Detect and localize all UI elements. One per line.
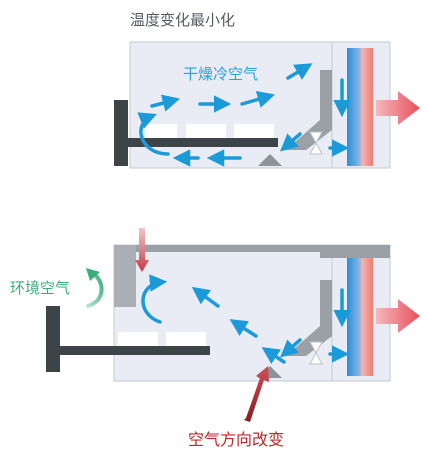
bottom-diagram (46, 228, 420, 422)
top-frame-shelf (114, 138, 278, 147)
ambient-air-label: 环境空气 (10, 279, 71, 297)
top-fan-icon (309, 131, 323, 155)
direction-change-arrow (244, 366, 269, 422)
top-diagram (114, 41, 420, 169)
air-direction-change-label: 空气方向改变 (188, 430, 285, 449)
flow-arrow-right-3 (240, 90, 276, 108)
bottom-shelf-item (118, 332, 158, 346)
flow-arrow-up-left-1 (191, 286, 220, 308)
top-coil (347, 48, 373, 166)
flow-arrow-loop (141, 274, 168, 324)
dry-cold-air-label: 干燥冷空气 (183, 65, 259, 83)
top-shelf-item (145, 124, 177, 138)
top-exhaust-arrow (376, 91, 420, 125)
bottom-coil (347, 258, 373, 376)
bottom-fan-icon (309, 341, 323, 365)
flow-arrow-diag-down (280, 338, 302, 358)
ambient-arrow-head (86, 268, 100, 281)
bottom-intake-panel (114, 245, 136, 307)
top-intake-red-arrow (135, 228, 149, 272)
flow-arrow-curl (137, 112, 170, 156)
bottom-frame-shelf (46, 346, 210, 355)
top-frame-post (114, 100, 128, 166)
ambient-curve-arrow (86, 272, 104, 308)
top-airflow-arrows (137, 63, 351, 167)
flow-arrow-diag-down (280, 132, 302, 152)
top-vent (258, 154, 282, 166)
top-shelf-item (234, 124, 274, 138)
flow-arrow-up-left-3 (261, 347, 286, 365)
bottom-shelf-item (68, 332, 108, 346)
bottom-airflow-arrows (141, 274, 351, 365)
bottom-shelf-item (166, 332, 206, 346)
flow-arrow-up-right (286, 63, 313, 80)
flow-arrow-up-left-2 (229, 319, 258, 338)
bottom-frame-post (46, 306, 60, 372)
flow-arrow-right-1 (150, 94, 181, 112)
bottom-exhaust-arrow (376, 299, 420, 333)
bottom-duct (286, 280, 332, 356)
top-duct (286, 70, 332, 150)
top-diagram-title: 温度变化最小化 (130, 11, 236, 29)
top-shelf-item (186, 124, 226, 138)
